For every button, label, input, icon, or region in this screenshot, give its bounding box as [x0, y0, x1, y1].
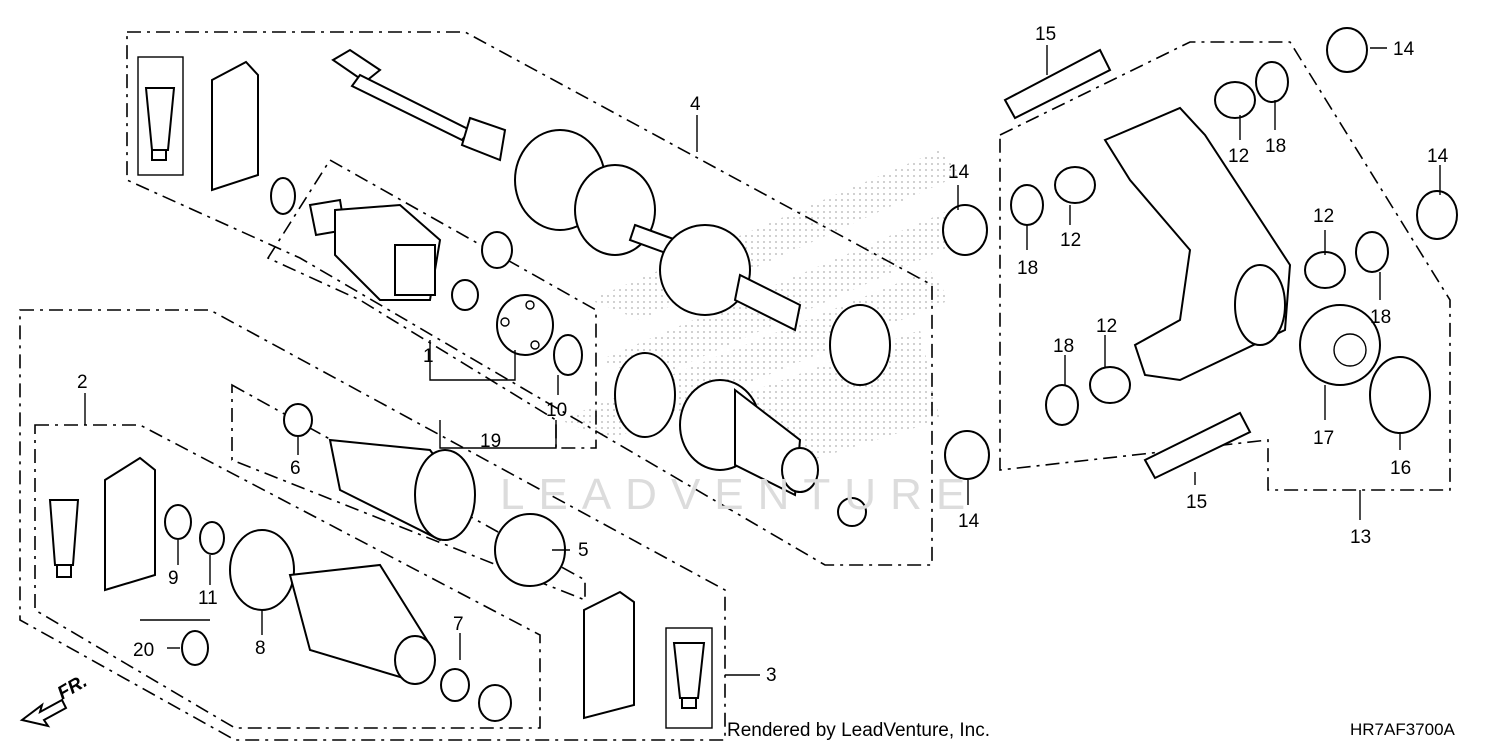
callout-16: 16 — [1390, 458, 1411, 479]
callout-8: 8 — [255, 638, 266, 659]
callout-12-c: 12 — [1313, 206, 1334, 227]
caps-14 — [942, 27, 1458, 480]
callout-9: 9 — [168, 568, 179, 589]
callout-18-c: 18 — [1370, 307, 1391, 328]
callout-11: 11 — [198, 588, 218, 609]
callout-4: 4 — [690, 94, 701, 115]
callout-14-b: 14 — [948, 162, 970, 183]
diagram-code: HR7AF3700A — [1350, 720, 1455, 739]
boot-band-large-upper — [614, 304, 891, 438]
group-outline-13 — [999, 41, 1451, 491]
leader-lines — [84, 45, 1441, 676]
callout-14-a: 14 — [1393, 39, 1415, 60]
group-outline-2 — [34, 424, 541, 729]
boot-band-6 — [283, 403, 313, 437]
boot-lower — [328, 438, 476, 542]
pins-15 — [1003, 48, 1252, 480]
watermark-text: LEADVENTURE — [500, 470, 980, 519]
callout-5: 5 — [578, 540, 589, 561]
group-outline-3 — [19, 309, 726, 741]
grease-bag-bottom-right — [583, 590, 713, 729]
callout-15-a: 15 — [1035, 24, 1056, 45]
bag-lower — [104, 456, 156, 592]
trailing-arm — [1103, 106, 1292, 382]
group-outline-19 — [266, 158, 597, 449]
grease-tube-icon — [137, 56, 184, 176]
callout-6: 6 — [290, 458, 301, 479]
callout-14-c: 14 — [1427, 146, 1449, 167]
callout-18-d: 18 — [1053, 336, 1074, 357]
bearing-cage — [496, 294, 554, 356]
front-direction-arrow-icon — [19, 698, 68, 728]
boot-inboard-upper — [679, 379, 867, 527]
boot-band-bag-icon — [211, 60, 259, 192]
outboard-joint — [308, 198, 442, 301]
callout-18-a: 18 — [1265, 136, 1286, 157]
callout-7: 7 — [453, 614, 464, 635]
bushings-12 — [1054, 81, 1346, 404]
rendered-by-credit: Rendered by LeadVenture, Inc. — [727, 720, 991, 741]
callout-2: 2 — [77, 372, 88, 393]
boot-band-8 — [229, 529, 295, 611]
grease-tube-lower — [48, 499, 80, 578]
callout-17: 17 — [1313, 428, 1334, 449]
callout-10: 10 — [546, 400, 567, 421]
callout-18-b: 18 — [1017, 258, 1038, 279]
callout-13: 13 — [1350, 527, 1371, 548]
bearing-17 — [1299, 304, 1381, 386]
callout-12-b: 12 — [1060, 230, 1081, 251]
direction-label: FR. — [54, 671, 91, 704]
callout-3: 3 — [766, 665, 777, 686]
driveshaft-assembly — [331, 48, 802, 332]
callout-12-a: 12 — [1228, 146, 1249, 167]
group-outline-4 — [126, 31, 933, 566]
callout-12-d: 12 — [1096, 316, 1117, 337]
callout-20: 20 — [133, 640, 154, 661]
circlip-16 — [1369, 356, 1431, 434]
circlip-10 — [553, 334, 583, 376]
callout-15-b: 15 — [1186, 492, 1207, 513]
callout-19: 19 — [480, 431, 501, 452]
callout-14-d: 14 — [958, 511, 980, 532]
callout-1: 1 — [423, 346, 434, 367]
joint-ring-small — [270, 177, 513, 311]
boot-inner-lower — [288, 563, 512, 722]
seals-18 — [1010, 61, 1389, 426]
rings-lower — [164, 504, 225, 666]
